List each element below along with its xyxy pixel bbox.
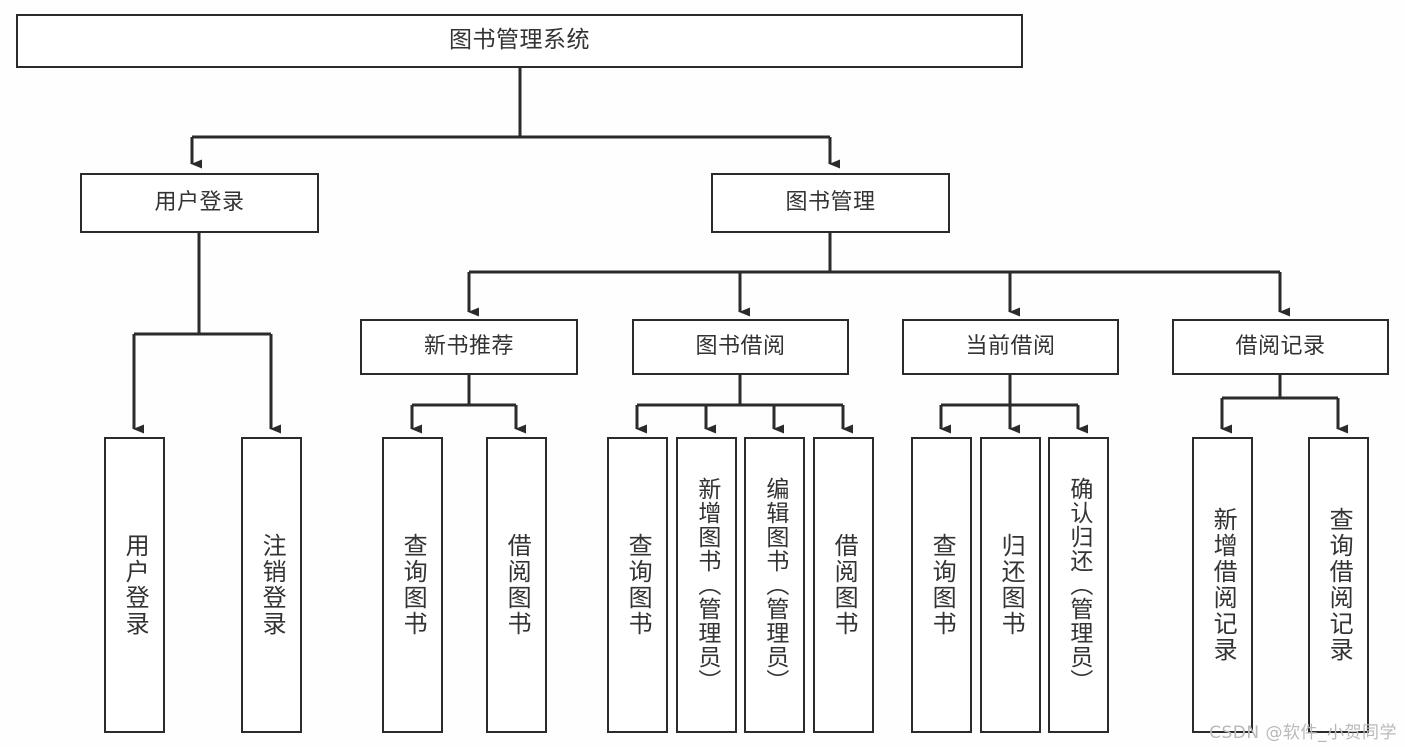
node-root-system-label: 图书管理系统 bbox=[449, 27, 590, 54]
node-leaf-edit-book-admin[interactable]: 编辑图书（管理员） bbox=[744, 437, 805, 733]
node-leaf-add-borrow-record-label: 新增借阅记录 bbox=[1209, 507, 1238, 663]
node-book-management-label: 图书管理 bbox=[785, 189, 876, 215]
node-current-borrow-label: 当前借阅 bbox=[965, 333, 1056, 359]
node-leaf-recommend-borrow-book-label: 借阅图书 bbox=[503, 533, 532, 637]
node-leaf-user-login[interactable]: 用户登录 bbox=[104, 437, 165, 733]
node-root-system[interactable]: 图书管理系统 bbox=[16, 14, 1023, 68]
node-leaf-logout-label: 注销登录 bbox=[258, 533, 287, 637]
node-leaf-query-borrow-record[interactable]: 查询借阅记录 bbox=[1308, 437, 1369, 733]
node-book-borrow-label: 图书借阅 bbox=[695, 333, 786, 359]
node-new-book-recommend[interactable]: 新书推荐 bbox=[360, 319, 578, 375]
node-leaf-current-query-book-label: 查询图书 bbox=[928, 533, 957, 637]
node-borrow-record-label: 借阅记录 bbox=[1235, 333, 1326, 359]
node-leaf-add-book-admin[interactable]: 新增图书（管理员） bbox=[676, 437, 737, 733]
node-current-borrow[interactable]: 当前借阅 bbox=[902, 319, 1119, 375]
node-leaf-return-book[interactable]: 归还图书 bbox=[980, 437, 1041, 733]
node-user-login-label: 用户登录 bbox=[154, 189, 245, 215]
node-leaf-borrow-book[interactable]: 借阅图书 bbox=[813, 437, 874, 733]
node-book-management[interactable]: 图书管理 bbox=[711, 173, 950, 233]
node-leaf-recommend-query-book-label: 查询图书 bbox=[399, 533, 428, 637]
node-leaf-current-query-book[interactable]: 查询图书 bbox=[911, 437, 972, 733]
node-leaf-return-book-label: 归还图书 bbox=[997, 533, 1026, 637]
node-leaf-confirm-return-admin[interactable]: 确认归还（管理员） bbox=[1048, 437, 1109, 733]
node-book-borrow[interactable]: 图书借阅 bbox=[632, 319, 849, 375]
node-leaf-edit-book-admin-label: 编辑图书（管理员） bbox=[761, 477, 788, 693]
node-leaf-borrow-query-book-label: 查询图书 bbox=[624, 533, 653, 637]
node-leaf-borrow-book-label: 借阅图书 bbox=[830, 533, 859, 637]
node-leaf-query-borrow-record-label: 查询借阅记录 bbox=[1325, 507, 1354, 663]
node-new-book-recommend-label: 新书推荐 bbox=[423, 333, 514, 359]
watermark-text: CSDN @软件_小贺同学 bbox=[1209, 723, 1397, 743]
node-leaf-confirm-return-admin-label: 确认归还（管理员） bbox=[1065, 477, 1092, 693]
node-leaf-recommend-borrow-book[interactable]: 借阅图书 bbox=[486, 437, 547, 733]
node-leaf-add-borrow-record[interactable]: 新增借阅记录 bbox=[1192, 437, 1253, 733]
node-leaf-add-book-admin-label: 新增图书（管理员） bbox=[693, 477, 720, 693]
node-leaf-user-login-label: 用户登录 bbox=[121, 533, 150, 637]
node-borrow-record[interactable]: 借阅记录 bbox=[1172, 319, 1389, 375]
node-user-login[interactable]: 用户登录 bbox=[80, 173, 319, 233]
node-leaf-borrow-query-book[interactable]: 查询图书 bbox=[607, 437, 668, 733]
node-leaf-logout[interactable]: 注销登录 bbox=[241, 437, 302, 733]
node-leaf-recommend-query-book[interactable]: 查询图书 bbox=[382, 437, 443, 733]
